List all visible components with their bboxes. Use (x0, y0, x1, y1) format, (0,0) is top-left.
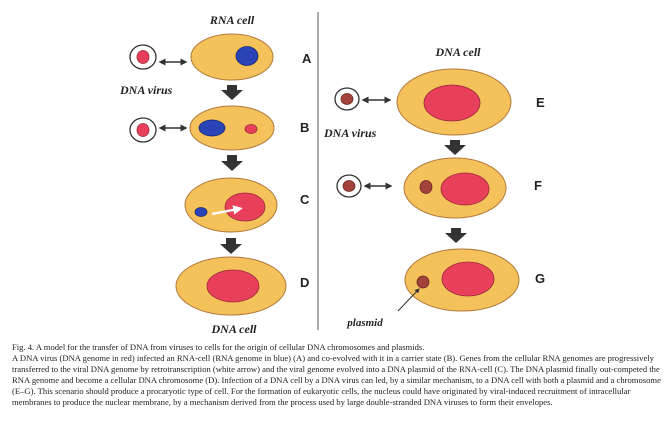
dna-genome-b (244, 124, 258, 134)
panel-label-b: B (300, 120, 309, 135)
figure-caption: Fig. 4. A model for the transfer of DNA … (12, 342, 662, 408)
dna-virus-label-left: DNA virus (119, 83, 173, 97)
plasmid-pointer-arrow (397, 288, 420, 312)
panel-label-d: D (300, 275, 309, 290)
down-arrow-fg (445, 228, 467, 243)
dna-chromosome-e (423, 84, 481, 122)
rna-cell-label: RNA cell (209, 13, 255, 27)
panel-label-g: G (535, 271, 545, 286)
plasmid-f (419, 180, 433, 194)
dna-chromosome-f (440, 172, 490, 206)
stage-d: D (175, 256, 309, 316)
stage-a: A (129, 33, 312, 81)
down-arrow-bc (221, 155, 243, 171)
down-arrow-cd (220, 238, 242, 254)
dna-chromosome-d (206, 269, 260, 303)
stage-f: F (336, 157, 542, 219)
rna-genome-c (194, 207, 208, 217)
dna-virus-label-right: DNA virus (323, 126, 377, 140)
plasmid-g (416, 275, 430, 289)
dna-chromosome-g (441, 261, 495, 297)
figure-diagram: RNA cell A DNA virus B C (119, 12, 545, 336)
virus-b-genome (136, 123, 150, 137)
down-arrow-ab (221, 85, 243, 100)
stage-b: B (129, 105, 309, 151)
caption-title: Fig. 4. A model for the transfer of DNA … (12, 342, 425, 352)
retrotranscription-arrow (211, 205, 243, 216)
stage-e: E (334, 68, 545, 136)
panel-label-a: A (302, 51, 312, 66)
down-arrow-ef (444, 140, 466, 155)
stage-c: C (184, 177, 310, 233)
panel-label-f: F (534, 178, 542, 193)
dna-plasmid-c (224, 192, 266, 222)
dna-cell-label-bottom: DNA cell (211, 322, 258, 336)
virus-e-genome (340, 93, 354, 105)
panel-label-e: E (536, 95, 545, 110)
cell-a (190, 33, 274, 81)
rna-genome-a (235, 46, 259, 66)
caption-body: A DNA virus (DNA genome in red) infected… (12, 353, 661, 407)
panel-label-c: C (300, 192, 310, 207)
virus-f-genome (342, 180, 356, 192)
plasmid-label: plasmid (346, 317, 383, 329)
virus-a-genome (136, 50, 150, 64)
dna-cell-label-right: DNA cell (435, 45, 482, 59)
stage-g: G (397, 248, 545, 312)
cell-b (189, 105, 275, 151)
rna-genome-b (198, 119, 226, 137)
